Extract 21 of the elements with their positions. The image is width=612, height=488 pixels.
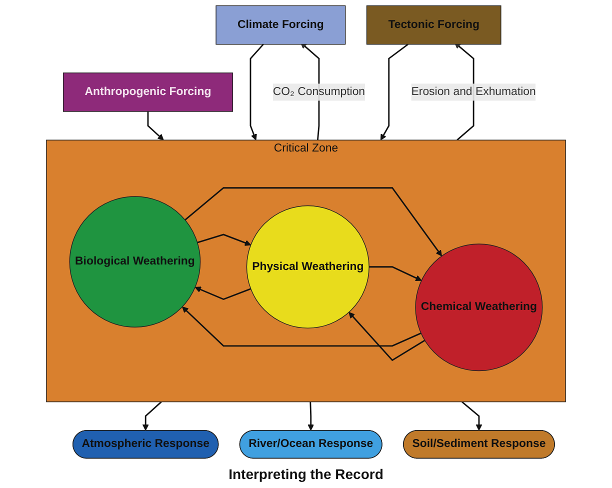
arrow [348, 312, 426, 362]
node-circle: Physical Weathering [246, 205, 370, 328]
arrow [194, 286, 252, 300]
arrow [184, 187, 442, 256]
node-box: Tectonic Forcing [366, 5, 502, 45]
node-circle: Chemical Weathering [415, 244, 543, 372]
edge-label: CO₂ Consumption [272, 86, 366, 98]
arrow [197, 234, 252, 246]
edge-label: Erosion and Exhumation [411, 86, 536, 98]
arrow [308, 402, 314, 431]
node-circle: Biological Weathering [69, 196, 201, 328]
node-box: Anthropogenic Forcing [62, 72, 233, 112]
arrow [142, 401, 162, 431]
arrow [250, 44, 264, 140]
arrow [147, 112, 164, 140]
arrow [461, 401, 482, 431]
arrow [182, 306, 422, 347]
diagram-note: Interpreting the Record [228, 466, 384, 482]
arrow [369, 266, 422, 281]
arrow [380, 44, 408, 140]
node-box: Climate Forcing [216, 5, 346, 45]
